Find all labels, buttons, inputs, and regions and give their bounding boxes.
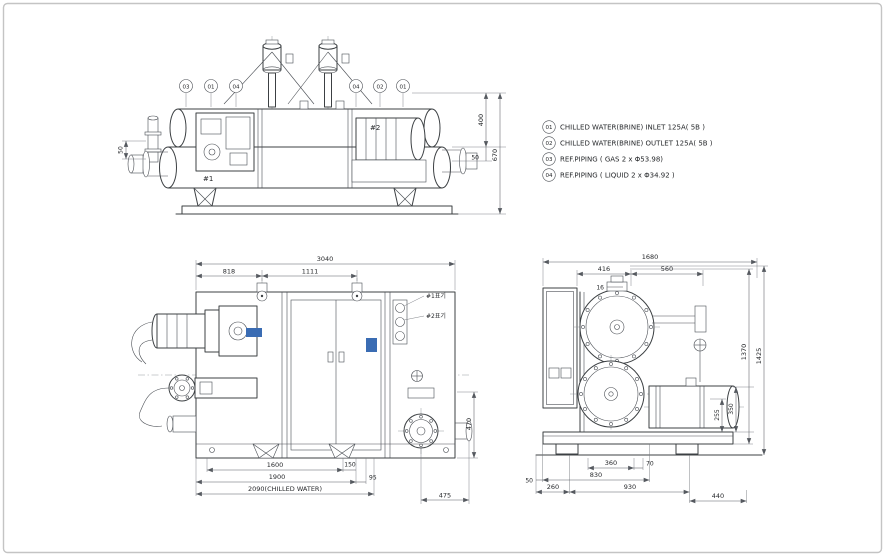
suction-line-2 bbox=[318, 39, 338, 108]
legend: 01 CHILLED WATER(BRINE) INLET 125A( 5B )… bbox=[542, 120, 713, 182]
balloon-inlet-2: 01 bbox=[400, 84, 407, 90]
balloon-outlet: 02 bbox=[377, 84, 384, 90]
plan-compressor-2 bbox=[168, 374, 258, 402]
dim-nozzle-offset-50: 50 bbox=[118, 146, 125, 154]
dim-350: 350 bbox=[728, 403, 735, 415]
balloon-ref-liquid: 04 bbox=[233, 84, 240, 90]
front-view: 03 01 04 04 02 01 bbox=[118, 36, 506, 215]
legend-text-01: CHILLED WATER(BRINE) INLET 125A( 5B ) bbox=[560, 124, 705, 132]
label-circuit1-mark: #1표기 bbox=[426, 292, 446, 300]
dim-2090-chilled-water: 2090(CHILLED WATER) bbox=[248, 485, 322, 493]
suction-line-1 bbox=[262, 39, 282, 108]
dim-overall-3040: 3040 bbox=[317, 255, 334, 263]
balloon-ref-liquid-2: 04 bbox=[353, 84, 360, 90]
end-control-cabinet bbox=[542, 287, 578, 409]
legend-text-04: REF.PIPING ( LIQUID 2 x Φ34.92 ) bbox=[560, 172, 675, 180]
dim-50-bottom: 50 bbox=[525, 478, 533, 485]
end-shell-lower bbox=[570, 355, 655, 433]
plan-view: #1표기 #2표기 bbox=[131, 255, 478, 504]
legend-num-02: 02 bbox=[546, 141, 553, 147]
dim-440: 440 bbox=[712, 492, 724, 500]
balloon-ref-gas: 03 bbox=[183, 84, 190, 90]
front-dimensions: 50 400 50 670 bbox=[118, 92, 506, 215]
front-motor-assembly bbox=[351, 117, 427, 183]
dim-930: 930 bbox=[624, 483, 636, 491]
plan-compressor-1 bbox=[151, 305, 258, 357]
end-top-fitting bbox=[606, 281, 628, 292]
dim-16: 16 bbox=[596, 285, 604, 292]
end-shell-upper bbox=[574, 282, 660, 372]
chilled-water-nozzle bbox=[398, 408, 444, 454]
dim-360: 360 bbox=[605, 459, 617, 467]
dim-1680: 1680 bbox=[642, 253, 659, 261]
dim-416: 416 bbox=[598, 265, 610, 273]
nameplate bbox=[366, 338, 377, 352]
legend-text-02: CHILLED WATER(BRINE) OUTLET 125A( 5B ) bbox=[560, 140, 713, 148]
balloon-inlet: 01 bbox=[208, 84, 215, 90]
dim-475: 475 bbox=[439, 492, 451, 500]
relief-valve-1 bbox=[299, 100, 309, 110]
plan-connection-ports: #1표기 #2표기 bbox=[392, 292, 446, 345]
valve-1 bbox=[285, 53, 294, 64]
dim-total-height-670: 670 bbox=[491, 149, 499, 161]
dim-70: 70 bbox=[646, 461, 654, 468]
label-circuit2-mark: #2표기 bbox=[426, 312, 446, 320]
end-view: 1680 416 560 16 255 350 1370 1425 bbox=[525, 253, 768, 504]
dim-1600: 1600 bbox=[267, 461, 284, 469]
dim-255: 255 bbox=[714, 409, 721, 421]
dim-1111: 1111 bbox=[302, 268, 319, 276]
front-compressor-assembly bbox=[195, 112, 255, 172]
brand-label bbox=[246, 328, 262, 337]
plan-base bbox=[196, 443, 455, 459]
relief-valve-2 bbox=[335, 100, 345, 110]
callout-balloons: 03 01 04 04 02 01 bbox=[179, 79, 410, 107]
legend-text-03: REF.PIPING ( GAS 2 x Φ53.98) bbox=[560, 156, 663, 164]
legend-num-04: 04 bbox=[546, 173, 553, 179]
end-oil-separator bbox=[644, 377, 744, 429]
dim-1425: 1425 bbox=[755, 348, 763, 365]
dim-upper-height-400: 400 bbox=[477, 114, 485, 126]
plan-dimensions: 3040 818 1111 1600 150 1900 95 2090(CHIL… bbox=[195, 255, 478, 504]
plan-suction-pipe-2 bbox=[351, 282, 363, 302]
dim-nozzle-gap-50: 50 bbox=[471, 155, 479, 162]
dim-818: 818 bbox=[223, 268, 235, 276]
dim-260: 260 bbox=[547, 483, 559, 491]
dim-150: 150 bbox=[344, 462, 356, 469]
end-dimensions: 1680 416 560 16 255 350 1370 1425 bbox=[525, 253, 768, 504]
label-unit-1: #1 bbox=[203, 175, 213, 183]
front-left-piping bbox=[127, 115, 168, 178]
dim-830: 830 bbox=[590, 471, 602, 479]
dim-1370: 1370 bbox=[740, 344, 748, 361]
dim-1900: 1900 bbox=[269, 473, 286, 481]
legend-num-01: 01 bbox=[546, 125, 553, 131]
valve-2 bbox=[341, 53, 350, 64]
end-base bbox=[535, 431, 763, 456]
legend-num-03: 03 bbox=[546, 157, 553, 163]
front-base bbox=[175, 187, 459, 215]
plan-suction-pipe-1 bbox=[256, 282, 268, 302]
dim-95: 95 bbox=[369, 475, 377, 482]
dim-470: 470 bbox=[465, 418, 473, 430]
label-unit-2: #2 bbox=[370, 124, 380, 132]
